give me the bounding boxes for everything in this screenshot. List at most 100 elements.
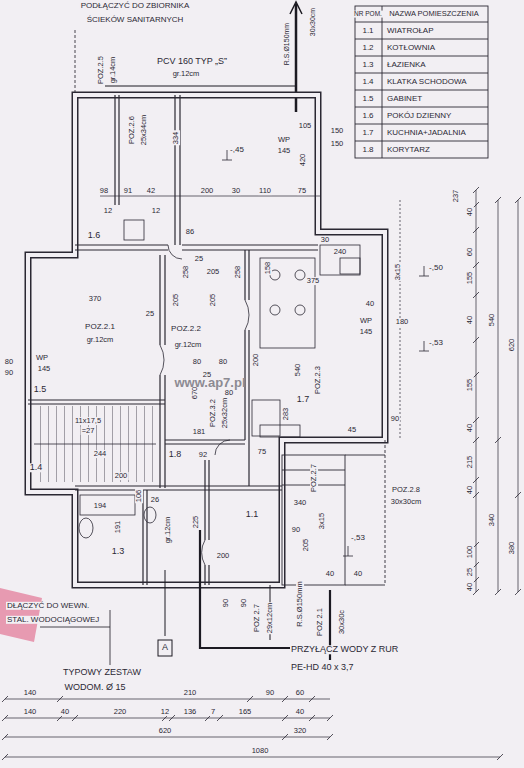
inner-wall bbox=[28, 95, 318, 585]
dimension-label: 90 bbox=[265, 689, 275, 697]
dimension-label: WP bbox=[35, 354, 49, 362]
dimension-label: 205 bbox=[209, 293, 217, 308]
water-pipe bbox=[40, 627, 110, 628]
dimension-label: 1.6 bbox=[361, 112, 374, 120]
dimension-label: 1.4 bbox=[29, 463, 44, 472]
dimension-label: 1.7 bbox=[296, 395, 311, 404]
dimension-ticks bbox=[2, 734, 8, 740]
dimension-label: 620 bbox=[158, 727, 173, 735]
dimension-label: TYPOWY ZESTAW bbox=[62, 668, 142, 677]
dimension-label: 1080 bbox=[251, 747, 270, 755]
dimension-label: 105 bbox=[298, 122, 313, 130]
dimension-label: 225 bbox=[192, 515, 200, 530]
water-pipe bbox=[40, 530, 330, 665]
dimension-ticks bbox=[327, 734, 333, 740]
dimension-label: 180 bbox=[395, 318, 410, 326]
dimension-ticks bbox=[473, 187, 479, 193]
outer-wall bbox=[28, 95, 385, 585]
water-pipe bbox=[110, 610, 111, 665]
room-table bbox=[355, 6, 488, 158]
dimension-label: 375 bbox=[306, 277, 321, 285]
doors bbox=[245, 300, 249, 330]
dimension-label: 145 bbox=[37, 365, 52, 373]
dimension-label: 80 bbox=[192, 358, 202, 366]
dimension-label: 240 bbox=[333, 248, 348, 256]
dimension-ticks bbox=[495, 589, 501, 595]
dimension-label: 283 bbox=[282, 407, 290, 422]
dimension-label: 40 bbox=[466, 315, 474, 325]
dimension-label: 30x30cm bbox=[390, 498, 422, 506]
porch bbox=[345, 585, 385, 586]
dimension-label: 45 bbox=[347, 426, 357, 434]
staircase bbox=[34, 444, 156, 445]
dimension-label: 191 bbox=[114, 520, 122, 535]
dimension-label: 40 bbox=[466, 423, 474, 433]
fixtures bbox=[260, 258, 315, 348]
dimension-label: 29x12cm bbox=[266, 602, 274, 634]
dimension-ticks bbox=[309, 696, 315, 702]
dimension-ticks bbox=[72, 715, 78, 721]
dimension-ticks bbox=[309, 715, 315, 721]
fixtures bbox=[124, 220, 144, 240]
dimension-ticks bbox=[473, 292, 479, 298]
dimension-label: 1.3 bbox=[111, 547, 126, 556]
dimension-lines bbox=[5, 699, 330, 700]
dimension-ticks bbox=[515, 589, 521, 595]
dimension-label: POZ.2.2 bbox=[170, 325, 202, 333]
dimension-label: 205 bbox=[206, 268, 221, 276]
dimension-label: 145 bbox=[359, 328, 374, 336]
dimension-label: 205 bbox=[172, 293, 180, 308]
dimension-label: PODŁĄCZYĆ DO ZBIORNIKA bbox=[80, 2, 190, 10]
dimension-label: gr.12cm bbox=[172, 70, 201, 78]
dimension-ticks bbox=[57, 696, 63, 702]
fixtures bbox=[340, 258, 360, 274]
doors bbox=[160, 245, 249, 565]
doors bbox=[202, 540, 205, 565]
note-text: PE-HD 40 x 3,7 bbox=[290, 663, 355, 672]
dimension-lines bbox=[5, 737, 330, 738]
note-text: PRZYŁĄCZ WODY Z RUR bbox=[290, 645, 399, 654]
room-table bbox=[355, 56, 488, 57]
dimension-label: NAZWA POMIESZCZENIA bbox=[388, 10, 480, 18]
dimension-label: gr.12cm bbox=[174, 341, 203, 349]
inner-wall bbox=[165, 440, 245, 444]
dimension-label: 155 bbox=[466, 378, 474, 393]
inner-wall bbox=[248, 440, 249, 486]
watermark: www.ap7.pl bbox=[173, 376, 246, 390]
dimension-label: 60 bbox=[466, 247, 474, 257]
note-text: KORYTARZ bbox=[386, 146, 431, 154]
room-table bbox=[355, 124, 488, 125]
dimension-ticks bbox=[282, 696, 288, 702]
water-pipe bbox=[165, 570, 166, 636]
dimension-label: 90 bbox=[291, 526, 301, 534]
dimension-label: 340 bbox=[488, 513, 496, 528]
dimension-label: 1.5 bbox=[361, 95, 374, 103]
inner-wall bbox=[75, 244, 318, 245]
dimension-label: -,53 bbox=[428, 339, 444, 347]
inner-wall bbox=[205, 460, 209, 585]
inner-wall bbox=[175, 95, 180, 245]
dimension-label: 25x34cm bbox=[140, 114, 148, 146]
dimension-label: 320 bbox=[293, 727, 308, 735]
note-text: WIATROŁAP bbox=[386, 27, 435, 35]
dimension-label: 40 bbox=[466, 207, 474, 217]
dimension-label: 136 bbox=[183, 708, 198, 716]
dimension-label: 25 bbox=[194, 255, 204, 263]
fixtures bbox=[144, 507, 156, 523]
dimension-label: 11x17,5 bbox=[74, 417, 102, 425]
dimension-label: 1.6 bbox=[87, 231, 102, 240]
dimension-label: 12 bbox=[103, 207, 113, 215]
dimension-label: NR POM. bbox=[353, 11, 383, 18]
dimension-ticks bbox=[247, 696, 253, 702]
level-marks bbox=[222, 150, 429, 556]
fixtures bbox=[80, 495, 135, 515]
dimension-lines bbox=[5, 757, 500, 758]
dimension-label: ŚCIEKÓW SANITARNYCH bbox=[86, 16, 185, 24]
dimension-label: gr.12cm bbox=[164, 516, 172, 545]
dimension-ticks bbox=[473, 437, 479, 443]
dimension-label: 30 bbox=[320, 236, 330, 244]
water-pipe bbox=[200, 530, 290, 648]
dimension-label: 25 bbox=[145, 310, 155, 318]
dimension-label: 258 bbox=[182, 265, 190, 280]
dimension-label: 30x30c bbox=[338, 609, 346, 635]
